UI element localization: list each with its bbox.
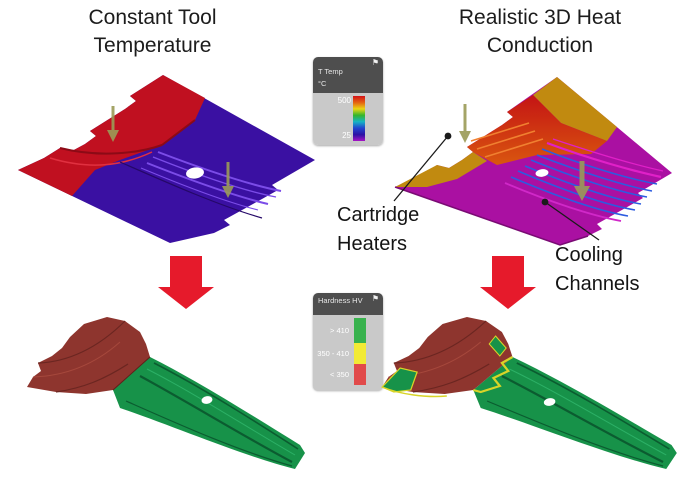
- label-cooling-channels: Cooling Channels: [555, 241, 640, 299]
- part-soft-zone: [27, 317, 150, 394]
- label-line-2: Heaters: [337, 233, 408, 255]
- zone-boundary: [112, 356, 151, 391]
- heated-zone: [467, 95, 607, 165]
- soft-zone-shading: [32, 320, 129, 393]
- legend-temperature-unit: °C: [318, 79, 327, 88]
- part-hole: [543, 398, 556, 406]
- hardness-band-swatch-green: [354, 318, 366, 343]
- hardness-band-swatch-red: [354, 364, 366, 385]
- hardness-band-row: 350 - 410: [313, 343, 383, 364]
- part-render-constant-temperature: [27, 317, 305, 469]
- legend-temperature-panel[interactable]: ⚑ T Temp °C 500 25: [313, 57, 383, 145]
- blank-hole: [535, 169, 549, 177]
- hardness-band-row: < 350: [313, 364, 383, 385]
- hardness-band-row: > 410: [313, 318, 383, 343]
- legend-hardness-panel[interactable]: ⚑ Hardness HV > 410 350 - 410 < 350: [313, 293, 383, 391]
- part-ridge-lines: [125, 362, 299, 467]
- tool-cold-surface: [18, 75, 315, 243]
- pin-flag-icon[interactable]: ⚑: [371, 294, 379, 303]
- part-hard-zone: [473, 357, 677, 469]
- legend-temperature-header: ⚑ T Temp °C: [313, 57, 383, 93]
- gold-zone-top: [533, 77, 617, 141]
- hot-zone-ridge-shadow: [59, 119, 196, 155]
- legend-hardness-body: > 410 350 - 410 < 350: [313, 315, 383, 391]
- title-line-1: Constant Tool: [88, 6, 217, 29]
- cartridge-heater-lines: [470, 122, 544, 158]
- die-channel-lines: [140, 151, 282, 211]
- cold-surface-shading: [119, 161, 263, 219]
- hardness-band-label: > 410: [330, 326, 349, 335]
- temperature-colorbar: [353, 96, 365, 141]
- colorbar-min-label: 25: [342, 131, 351, 140]
- hot-zone-ridge-highlight: [49, 151, 153, 166]
- transition-boundary-jagged: [472, 356, 514, 394]
- legend-temperature-title: T Temp: [318, 67, 343, 76]
- transition-line-flange: [381, 386, 447, 398]
- part-hard-zone: [113, 357, 305, 469]
- legend-hardness-title: Hardness HV: [318, 296, 363, 305]
- hardness-band-label: < 350: [330, 370, 349, 379]
- part-render-heat-conduction: [381, 317, 677, 469]
- title-constant-tool-temperature: Constant Tool Temperature: [25, 4, 280, 60]
- label-line-1: Cooling: [555, 244, 623, 266]
- title-realistic-3d-heat-conduction: Realistic 3D Heat Conduction: [415, 4, 665, 60]
- legend-hardness-header: ⚑ Hardness HV: [313, 293, 383, 315]
- hard-sliver: [488, 335, 507, 357]
- colorbar-max-label: 500: [337, 96, 351, 105]
- title-line-2: Temperature: [93, 34, 212, 57]
- label-line-1: Cartridge: [337, 204, 420, 226]
- part-hole: [201, 396, 213, 404]
- title-line-2: Conduction: [486, 34, 594, 57]
- hardness-band-label: 350 - 410: [317, 349, 349, 358]
- hardness-band-swatch-yellow: [354, 343, 366, 364]
- process-arrow-left: [158, 256, 214, 309]
- title-line-1: Realistic 3D Heat: [458, 6, 622, 29]
- process-arrow-right: [480, 256, 536, 309]
- label-line-2: Channels: [555, 273, 640, 295]
- legend-temperature-body: 500 25: [313, 93, 383, 145]
- tool-render-constant-temperature: [18, 75, 315, 243]
- blank-hole: [186, 167, 204, 179]
- tool-render-heat-conduction: [394, 77, 672, 246]
- pin-flag-icon[interactable]: ⚑: [371, 58, 379, 67]
- label-cartridge-heaters: Cartridge Heaters: [337, 201, 419, 259]
- part-ridge-lines: [486, 362, 670, 467]
